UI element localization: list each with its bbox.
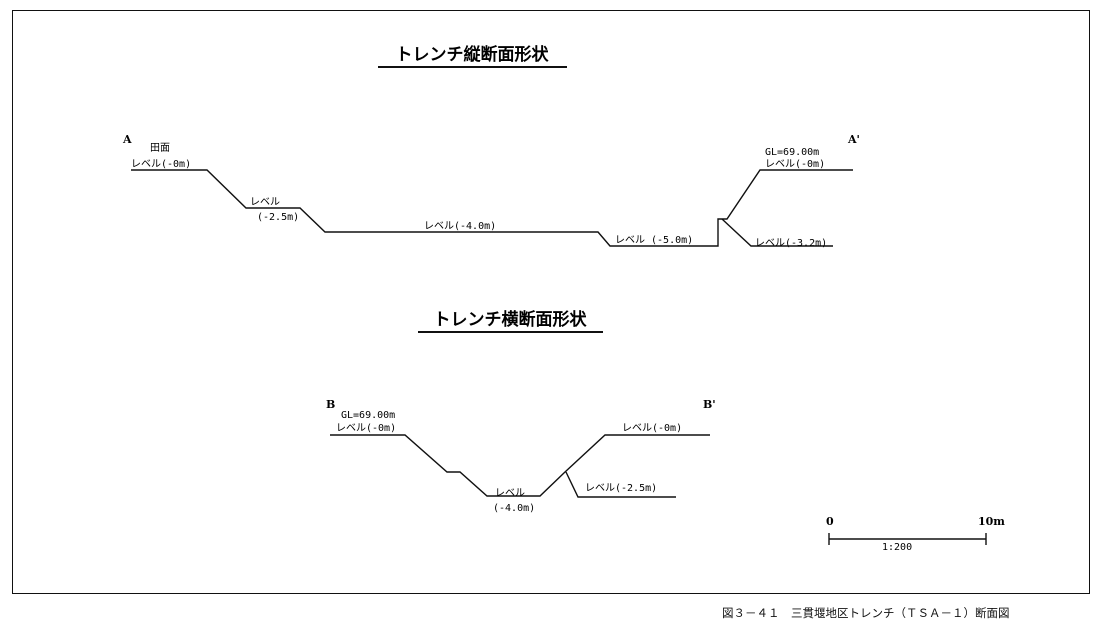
figure-frame	[12, 10, 1090, 594]
cross-level-0-left-label: レベル(-0m)	[336, 422, 396, 434]
cross-level-40-label-line2: (-4.0m)	[493, 503, 535, 514]
level-25-label-line1: レベル	[250, 196, 280, 208]
longitudinal-profile-line	[131, 169, 853, 247]
figure-caption: 図３－４１ 三貫堰地区トレンチ（ＴＳＡ－１）断面図	[722, 606, 1010, 620]
cross-title: トレンチ横断面形状	[434, 309, 588, 330]
level-25-label-line2: (-2.5m)	[257, 212, 299, 223]
longitudinal-step-line	[721, 218, 833, 247]
cross-level-40-label-line1: レベル	[495, 487, 525, 499]
point-b-label: B	[326, 398, 335, 411]
level-40-label: レベル(-4.0m)	[424, 220, 496, 232]
cross-level-25-label: レベル(-2.5m)	[585, 482, 657, 494]
level-0-left-label: レベル(-0m)	[131, 158, 191, 170]
cross-profile-line	[330, 434, 710, 497]
cross-level-0-right-label: レベル(-0m)	[622, 422, 682, 434]
scale-ratio-label: 1:200	[882, 542, 912, 553]
gl-right-label: GL=69.00m	[765, 147, 819, 158]
level-0-right-label: レベル(-0m)	[765, 158, 825, 170]
point-a-label: A	[122, 133, 132, 146]
point-b-prime-label: B'	[703, 398, 716, 411]
scale-start-label: 0	[826, 515, 834, 528]
cross-step-line	[565, 471, 676, 498]
level-50-label: レベル (-5.0m)	[615, 234, 693, 246]
cross-gl-label: GL=69.00m	[341, 410, 395, 421]
longitudinal-title: トレンチ縦断面形状	[396, 44, 550, 65]
point-a-prime-label: A'	[847, 133, 860, 146]
rice-field-label: 田面	[150, 143, 170, 154]
level-32-label: レベル(-3.2m)	[755, 237, 827, 249]
scale-end-label: 10m	[978, 515, 1005, 528]
